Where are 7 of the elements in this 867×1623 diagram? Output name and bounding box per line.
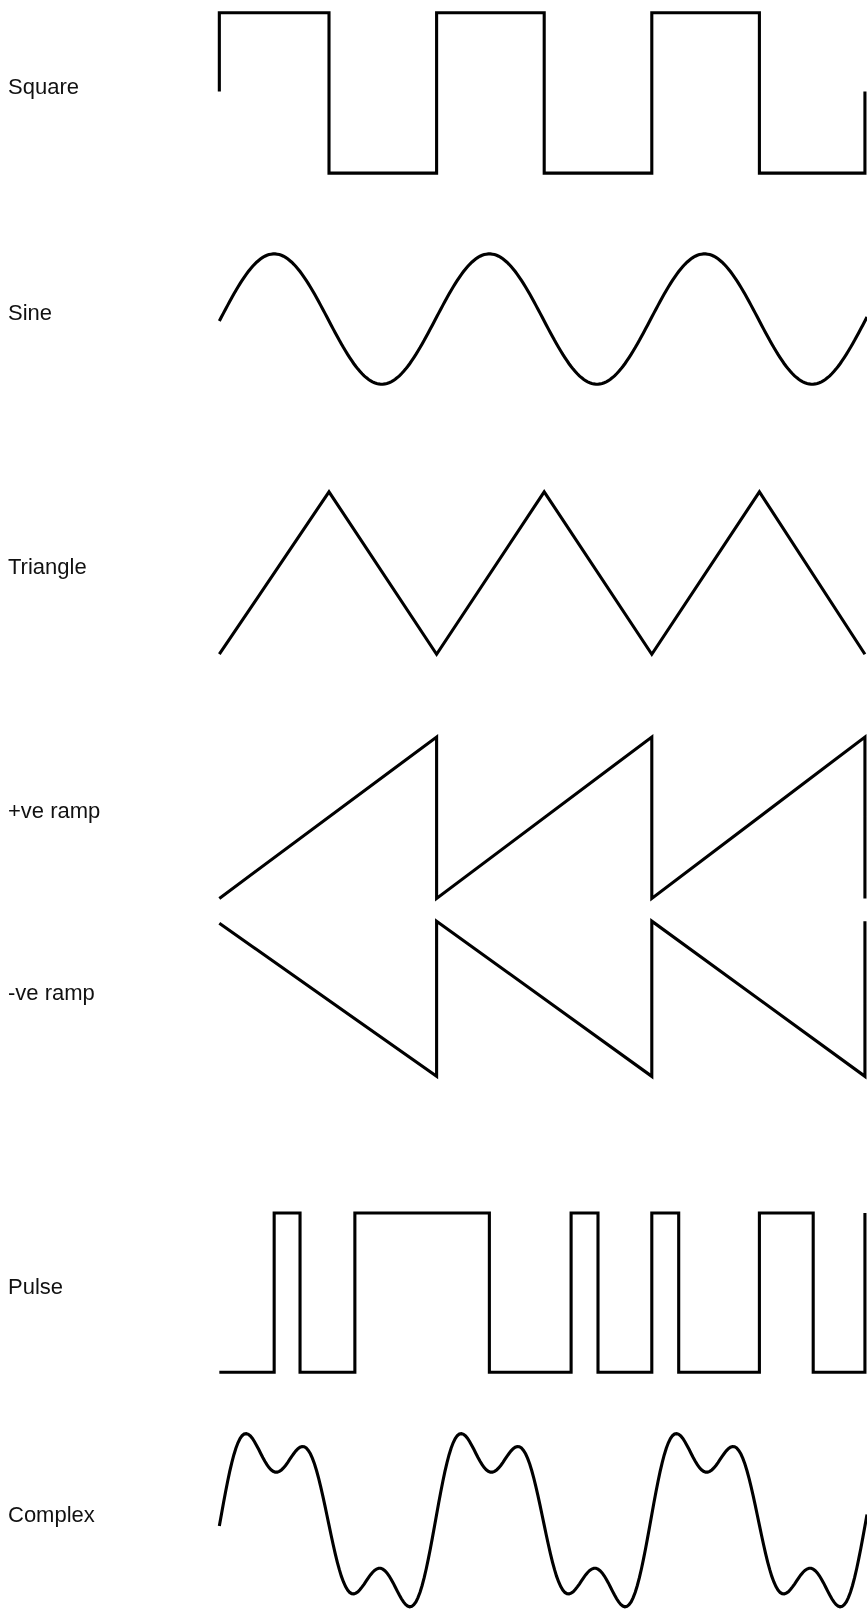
waveform-label: Triangle [8,556,87,578]
waveform-label: +ve ramp [8,800,101,822]
waveform-label: Sine [8,302,53,324]
waveform-label: Square [8,76,79,98]
waveform-label: Complex [8,1504,95,1526]
waveform-label: Pulse [8,1276,64,1298]
waveform-label: -ve ramp [8,982,95,1004]
